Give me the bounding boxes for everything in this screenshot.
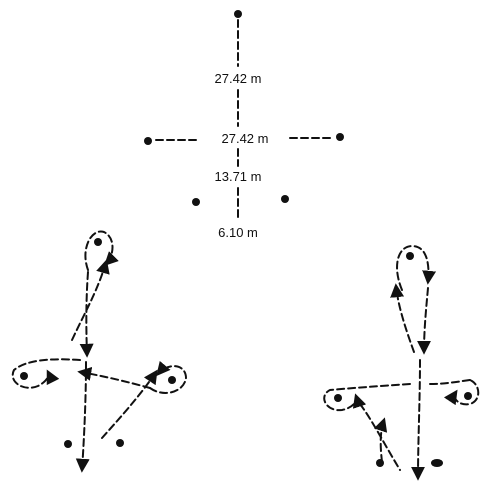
right-pattern-bottom-right-dot	[431, 459, 443, 467]
right-pattern-top-loop	[396, 244, 437, 291]
right-pattern-center-to-right	[429, 379, 471, 385]
right-position-dot	[336, 133, 344, 141]
left-pattern-diagonal-up	[101, 369, 158, 439]
right-pattern-right-dot	[464, 392, 472, 400]
right-pattern-right-loop	[443, 379, 480, 406]
bottom-spacing-label: 6.10 m	[218, 225, 258, 240]
right-pattern-top-dot	[406, 252, 414, 260]
left-pattern-left-dot	[20, 372, 28, 380]
top-spacing-label: 27.42 m	[215, 71, 262, 86]
left-pattern-bottom-right-dot	[116, 439, 124, 447]
lower-left-dot	[192, 198, 200, 206]
right-pattern-diagonal-up	[373, 417, 388, 463]
left-position-dot	[144, 137, 152, 145]
right-pattern-left-dot	[334, 394, 342, 402]
horizontal-spacing-label: 27.42 m	[222, 131, 269, 146]
left-pattern-top-loop	[84, 230, 119, 271]
left-pattern-path-bottom	[75, 361, 90, 473]
lower-right-dot	[281, 195, 289, 203]
right-movement-pattern	[323, 244, 480, 481]
top-position-dot	[234, 10, 242, 18]
left-pattern-right-dot	[168, 376, 176, 384]
left-pattern-path-down	[79, 271, 94, 358]
left-pattern-top-dot	[94, 238, 102, 246]
left-pattern-bottom-left-dot	[64, 440, 72, 448]
left-movement-pattern	[11, 230, 188, 473]
right-pattern-path-down	[417, 287, 432, 355]
right-pattern-left-loop	[323, 383, 411, 412]
dimension-layout: 27.42 m 27.42 m 13.71 m 6.10 m	[144, 10, 344, 240]
left-pattern-center-to-right	[77, 366, 151, 389]
right-pattern-bottom-left-dot	[376, 459, 384, 467]
left-pattern-right-loop	[149, 360, 188, 394]
left-pattern-left-loop	[11, 358, 81, 389]
left-pattern-path-up	[71, 259, 110, 341]
right-pattern-center-vertical	[411, 359, 426, 481]
middle-spacing-label: 13.71 m	[215, 169, 262, 184]
right-pattern-path-up	[390, 283, 415, 353]
